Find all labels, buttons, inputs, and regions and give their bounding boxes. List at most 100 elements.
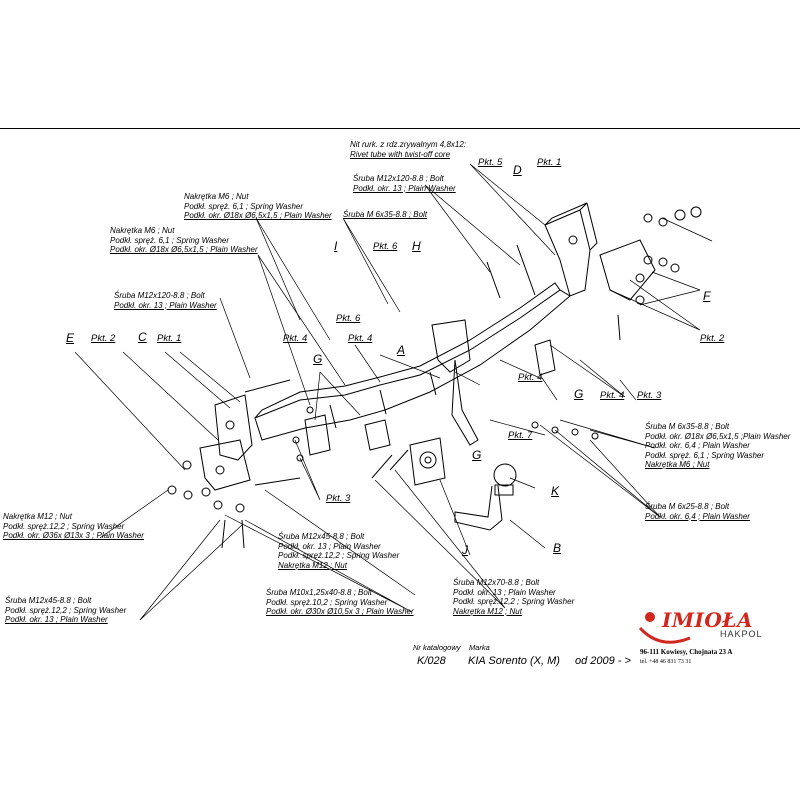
brand-name: IMIOŁA [662,608,753,632]
note-bolt-small: Śruba M 6x35-8.8 ; Bolt [343,210,427,220]
note-bolt-right: Śruba M 6x35-8.8 ; Bolt Podkł. okr. Ø18x… [645,422,790,470]
pkt-label: Pkt. 1 [537,157,562,168]
pkt-label: Pkt. 6 [373,241,398,252]
pkt-label: Pkt. 3 [326,493,351,504]
note-line: Śruba M12x45-8.8 ; Bolt [5,596,92,605]
model-year: od 2009 - > [575,655,631,667]
catalog-number: K/028 [417,655,446,667]
note-line: Podkł. okr. Ø18x Ø6,5x1,5 ; Plain Washer [184,211,332,220]
leader-lines [74,163,713,621]
tow-ball [493,463,517,487]
tow-neck [454,485,503,531]
note-bolt-c: Śruba M12x120-8.8 ; Bolt Podkł. okr. 13 … [114,291,217,310]
bracket-h [431,319,471,373]
note-line: Śruba M 6x35-8.8 ; Bolt [343,210,428,219]
note-line: Podkł. okr. 6,4 ; Plain Washer [645,441,750,450]
note-line: Podkł. spręż.12,2 ; Spring Washer [278,551,400,560]
note-line: Podkł. okr. 13 ; Plain Washer [5,615,108,624]
note-line: Nakrętka M6 ; Nut [645,460,710,469]
pkt-label: Pkt. 7 [508,430,533,441]
note-bolt-right2: Śruba M 6x25-8.8 ; Bolt Podkł. okr. 6,4 … [645,502,750,521]
label-h: H [412,239,421,253]
pkt-label: Pkt. 4 [283,333,308,344]
note-bolt-d: Śruba M12x120-8.8 ; Bolt Podkł. okr. 13 … [353,174,456,193]
label-g-right: G [574,387,584,401]
vehicle-model: KIA Sorento (X, M) [468,655,560,667]
pkt-label: Pkt. 2 [700,333,725,344]
note-line: Śruba M 6x35-8.8 ; Bolt [645,422,730,431]
label-f: F [703,289,711,303]
note-line: Nakrętka M12 ; Nut [453,606,522,616]
label-a: A [397,343,406,357]
label-c: C [138,330,147,344]
pkt-label: Pkt. 3 [637,390,662,401]
note-nut-m6-left: Nakrętka M6 ; Nut Podkł. spręż. 6,1 ; Sp… [110,226,258,255]
label-g-center: G [472,448,482,462]
note-line: Rivet tube with twist-off core [350,149,451,159]
note-line: Podkł. okr. Ø30x Ø10,5x 3 ; Plain Washer [266,607,414,616]
label-k: K [551,484,560,498]
note-bolt-m12x45-left: Śruba M12x45-8.8 ; Bolt Podkł. spręż.12,… [5,596,126,625]
washers [167,206,702,513]
note-line: Podkł. okr. Ø36x Ø13x 3 ; Plain Washer [3,531,144,540]
note-line: Podkł. spręż.12,2 ; Spring Washer [453,597,575,606]
note-line: Podkł. okr. 13 ; Plain Washer [353,183,456,193]
note-line: Śruba M 6x25-8.8 ; Bolt [645,502,730,511]
note-line: Podkł. spręż. 6,1 ; Spring Washer [645,450,765,460]
note-line: Podkł. okr. Ø18x Ø6,5x1,5 ;Plain Washer [645,431,791,441]
pkt-label: Pkt. 4 [518,372,543,383]
pkt-label: Pkt. 1 [157,333,182,344]
note-line: Podkł. okr. 13 ; Plain Washer [453,587,556,597]
note-line: Podkł. okr. 13 ; Plain Washer [114,300,217,310]
note-bolt-m10: Śruba M10x1,25x40-8.8 ; Bolt Podkł. sprę… [266,588,414,617]
catalog-label: Nr katalogowy [413,643,461,652]
note-rivet: Nit rurk. z rdz.zrywalnym 4,8x12: Rivet … [350,140,466,159]
pkt-label: Pkt. 6 [336,313,361,324]
label-i: I [334,239,338,253]
note-line: Nakrętka M6 ; Nut [184,192,249,201]
note-line: Nakrętka M12 ; Nut [278,560,347,570]
pkt-label: Pkt. 2 [91,333,116,344]
bolts [221,244,621,549]
brand-sub: HAKPOL [720,629,763,639]
label-b: B [553,541,562,555]
note-line: Podkł. okr. 6,4 ; Plain Washer [645,511,750,521]
bracket-e [199,439,251,491]
pkt-label: Pkt. 4 [348,333,373,344]
note-line: Śruba M12x70-8.8 ; Bolt [453,578,540,587]
note-nut-m12: Nakrętka M12 ; Nut Podkł. spręż.12,2 ; S… [3,512,144,541]
brand-address: 96-111 Kowiesy, Chojnata 23 A [640,648,733,656]
note-line: Podkł. okr. Ø18x Ø6,5x1,5 ; Plain Washer [110,245,258,254]
note-line: Nakrętka M12 ; Nut [3,512,72,521]
bracket-f [599,239,656,301]
bracket-c [214,394,253,461]
label-g-left: G [313,352,323,366]
note-line: Śruba M10x1,25x40-8.8 ; Bolt [266,588,372,597]
label-d: D [513,163,522,177]
label-j: J [462,543,468,557]
mount-plate-g [409,437,446,486]
note-line: Podkł. spręż.10,2 ; Spring Washer [266,597,388,607]
note-line: Podkł. okr. 13 ; Plain Washer [278,541,381,551]
note-line: Nakrętka M6 ; Nut [110,226,175,235]
note-line: Podkł. spręż.12,2 ; Spring Washer [5,605,127,615]
brand-tel: tel. +48 46 831 73 31 [640,659,692,665]
note-line: Śruba M12x120-8.8 ; Bolt [114,291,205,300]
note-bolt-m12x45-mid: Śruba M12x45-8.8 ; Bolt Podkł. okr. 13 ;… [278,532,399,570]
note-line: Podkł. spręż.12,2 ; Spring Washer [3,521,125,531]
note-line: Nit rurk. z rdz.zrywalnym 4,8x12: [350,140,467,149]
pkt-label: Pkt. 5 [478,157,503,168]
note-line: Śruba M12x45-8.8 ; Bolt [278,532,365,541]
note-line: Śruba M12x120-8.8 ; Bolt [353,174,444,183]
note-line: Podkł. spręż. 6,1 ; Spring Washer [184,201,304,211]
note-bolt-m12x70: Śruba M12x70-8.8 ; Bolt Podkł. okr. 13 ;… [453,578,574,616]
label-e: E [66,331,75,345]
pkt-label: Pkt. 4 [600,390,625,401]
note-nut-m6-top: Nakrętka M6 ; Nut Podkł. spręż. 6,1 ; Sp… [184,192,332,221]
top-frame-line [0,128,800,129]
main-beam-top [254,282,561,419]
note-line: Podkł. spręż. 6,1 ; Spring Washer [110,235,230,245]
